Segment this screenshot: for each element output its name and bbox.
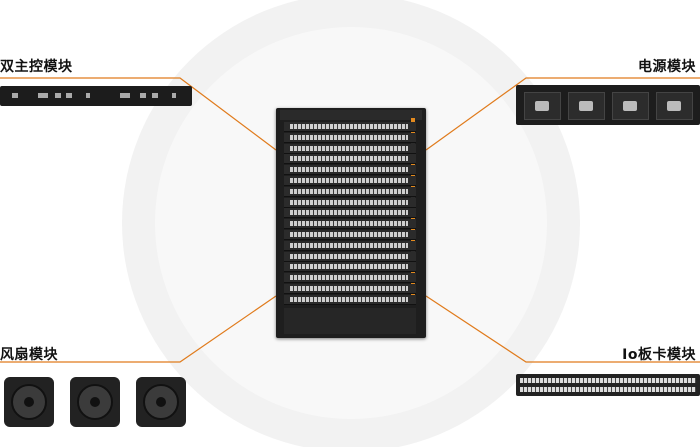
chassis-line-card bbox=[284, 219, 416, 230]
chassis-line-card bbox=[284, 132, 416, 143]
chassis-fan-tray bbox=[284, 308, 416, 334]
chassis-line-card bbox=[284, 186, 416, 197]
fan-icon bbox=[4, 377, 54, 427]
chassis-line-card bbox=[284, 273, 416, 284]
chassis-line-card bbox=[284, 143, 416, 154]
label-fan: 风扇模块 bbox=[0, 347, 58, 363]
chassis-line-card bbox=[284, 284, 416, 294]
connector-io bbox=[425, 295, 700, 363]
chassis-line-card bbox=[284, 230, 416, 240]
fan-icon bbox=[70, 377, 120, 427]
chassis-line-card bbox=[284, 240, 416, 251]
connector-mpu bbox=[0, 77, 277, 151]
chassis-line-card bbox=[284, 294, 416, 305]
psu-module-icon bbox=[516, 85, 700, 125]
io-card-module-icon bbox=[516, 374, 700, 396]
chassis-line-card bbox=[284, 251, 416, 262]
mpu-module-icon bbox=[0, 86, 192, 106]
chassis-line-card bbox=[284, 122, 416, 132]
connector-power bbox=[425, 77, 700, 151]
chassis-line-card bbox=[284, 262, 416, 273]
chassis-line-card bbox=[284, 165, 416, 176]
label-dual-mpu: 双主控模块 bbox=[0, 59, 73, 75]
label-power: 电源模块 bbox=[638, 59, 696, 75]
chassis-line-card bbox=[284, 197, 416, 208]
fan-icon bbox=[136, 377, 186, 427]
chassis-line-card bbox=[284, 154, 416, 165]
label-io-card: Io板卡模块 bbox=[622, 347, 696, 363]
chassis-icon bbox=[276, 108, 426, 338]
chassis-line-card bbox=[284, 208, 416, 219]
chassis-line-card bbox=[284, 176, 416, 186]
connector-fan bbox=[0, 295, 277, 363]
